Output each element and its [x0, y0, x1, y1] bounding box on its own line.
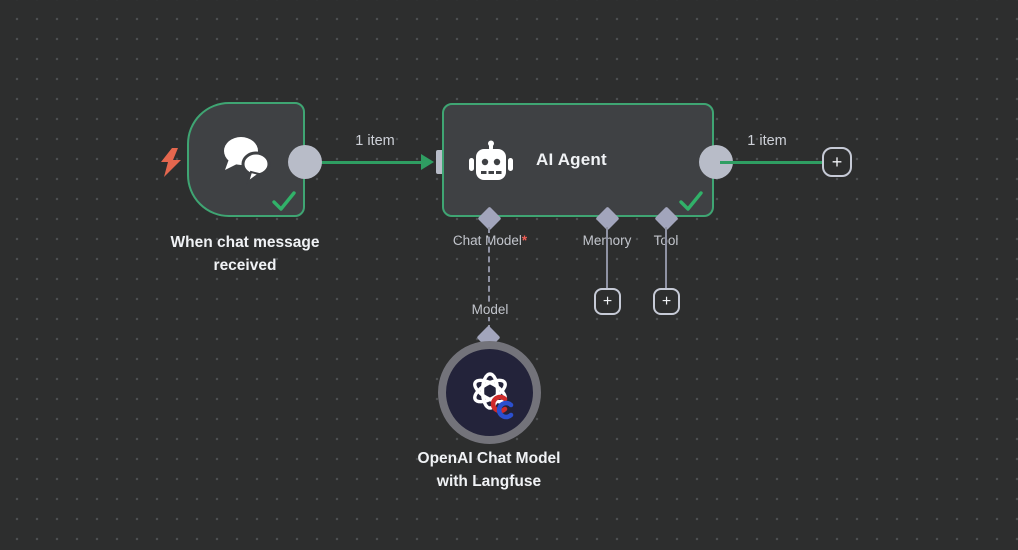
connection-trigger-to-agent[interactable] — [305, 161, 425, 164]
model-node-openai-chat[interactable] — [438, 341, 541, 444]
connection-chat-model[interactable] — [488, 227, 490, 331]
model-node-label: OpenAI Chat Model with Langfuse — [389, 447, 589, 493]
output-items-label[interactable]: 1 item — [747, 133, 787, 149]
agent-success-check-icon — [679, 191, 703, 211]
connection-items-label[interactable]: 1 item — [355, 133, 395, 149]
required-asterisk: * — [521, 233, 528, 248]
model-port-label: Model — [450, 302, 530, 317]
add-memory-button[interactable]: + — [594, 288, 621, 315]
add-tool-button[interactable]: + — [653, 288, 680, 315]
robot-icon — [469, 140, 513, 180]
connection-memory-stub — [606, 227, 608, 289]
model-node-label-line2: with Langfuse — [436, 473, 542, 490]
agent-node-title: AI Agent — [536, 150, 607, 169]
trigger-node-when-chat-message-received[interactable] — [187, 102, 305, 217]
openai-logo-icon — [472, 371, 513, 419]
agent-input-port[interactable] — [436, 150, 447, 174]
add-next-node-button[interactable]: + — [822, 147, 852, 177]
connection-agent-output[interactable] — [720, 161, 823, 164]
chat-bubbles-icon — [224, 136, 271, 185]
connection-tool-stub — [665, 227, 667, 289]
trigger-success-check-icon — [272, 191, 296, 211]
model-port-label-text: Model — [467, 302, 513, 317]
trigger-node-label: When chat message received — [170, 234, 320, 274]
chat-model-label-text: Chat Model — [452, 233, 522, 248]
langfuse-badge-icon — [490, 394, 513, 419]
lightning-trigger-icon — [161, 148, 181, 177]
connection-arrowhead-icon — [421, 154, 434, 170]
model-node-label-line1: OpenAI Chat Model — [417, 450, 561, 467]
agent-port-label-chat-model: Chat Model* — [420, 233, 560, 248]
agent-node[interactable]: AI Agent — [442, 103, 714, 217]
trigger-output-connector[interactable] — [288, 145, 322, 179]
